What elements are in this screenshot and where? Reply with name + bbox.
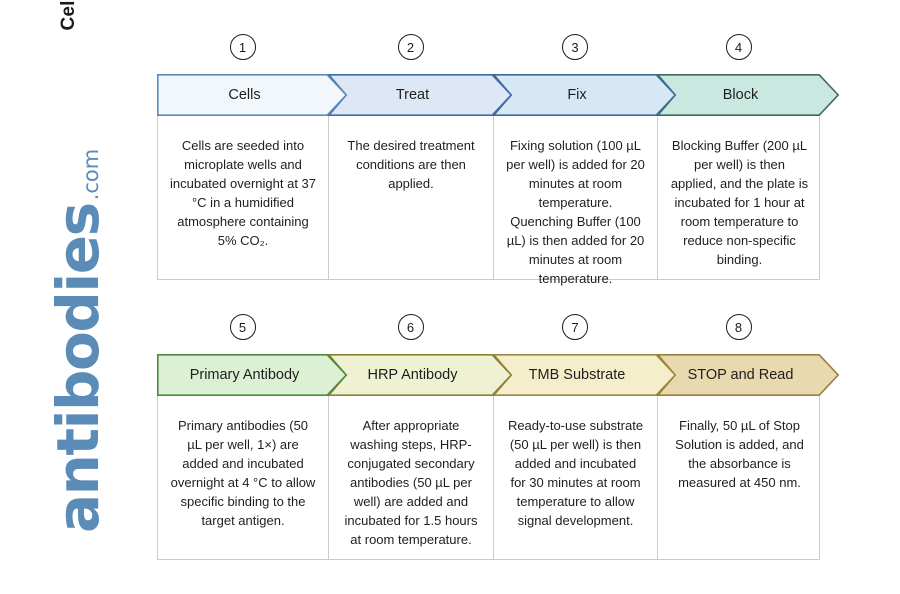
step-number-group-1: 1 2 3 4 <box>157 32 841 64</box>
description-text-step-4: Blocking Buffer (200 µL per well) is the… <box>670 138 809 267</box>
step-number-4: 4 <box>725 34 752 60</box>
protocol-row-1: 1 2 3 4 Cells Treat Fix Block Cells are seeded… <box>157 32 841 286</box>
chevron-step-8[interactable]: STOP and Read <box>656 354 840 396</box>
chevron-label-step-7: TMB Substrate <box>528 367 626 383</box>
description-panel-step-3: Fixing solution (100 µL per well) is add… <box>494 116 658 286</box>
chevron-step-1[interactable]: Cells <box>157 74 348 116</box>
chevron-label-step-3: Fix <box>567 87 587 103</box>
description-text-step-6: After appropriate washing steps, HRP-con… <box>344 418 478 547</box>
chevron-label-step-6: HRP Antibody <box>367 367 458 383</box>
document-title-line-2: Quick Protocol <box>80 0 103 62</box>
chevron-band-2: Primary Antibody HRP Antibody TMB Substrat… <box>157 354 841 396</box>
chevron-step-6[interactable]: HRP Antibody <box>327 354 513 396</box>
step-number-2: 2 <box>397 34 424 60</box>
step-number-label: 8 <box>734 319 743 335</box>
document-title: Cell Based ELISA Kits Quick Protocol <box>58 0 102 62</box>
step-number-group-2: 5 6 7 8 <box>157 312 841 344</box>
step-number-7: 7 <box>562 314 588 340</box>
description-text-step-3: Fixing solution (100 µL per well) is add… <box>506 138 645 286</box>
description-panel-step-5: Primary antibodies (50 µL per well, 1×) … <box>158 396 329 559</box>
logo-domain-suffix: .com <box>79 148 103 201</box>
chevron-step-5[interactable]: Primary Antibody <box>157 354 348 396</box>
logo-wordmark: antibodies <box>44 203 112 533</box>
step-number-6: 6 <box>397 314 424 340</box>
step-number-label: 4 <box>734 39 743 55</box>
step-number-label: 7 <box>571 319 579 335</box>
description-panels-1: Cells are seeded into microplate wells a… <box>157 116 821 286</box>
description-panel-step-6: After appropriate washing steps, HRP-con… <box>329 396 494 559</box>
chevron-band-1: Cells Treat Fix Block <box>157 74 841 116</box>
chevron-label-step-2: Treat <box>395 87 430 103</box>
chevron-shape <box>157 74 348 116</box>
step-number-3: 3 <box>562 34 588 60</box>
step-number-1: 1 <box>229 34 256 60</box>
description-text-step-8: Finally, 50 µL of Stop Solution is added… <box>675 418 804 490</box>
step-number-label: 3 <box>571 39 579 55</box>
step-number-label: 6 <box>406 319 415 335</box>
chevron-step-4[interactable]: Block <box>656 74 840 116</box>
antibodies-logo: antibodies .com <box>44 149 121 533</box>
description-panel-step-8: Finally, 50 µL of Stop Solution is added… <box>658 396 821 559</box>
description-panels-2: Primary antibodies (50 µL per well, 1×) … <box>157 396 820 560</box>
description-panel-step-2: The desired treatment conditions are the… <box>329 116 494 279</box>
chevron-shape <box>157 354 348 396</box>
description-panel-step-7: Ready-to-use substrate (50 µL per well) … <box>494 396 658 559</box>
chevron-label-step-8: STOP and Read <box>687 367 794 383</box>
description-text-step-7: Ready-to-use substrate (50 µL per well) … <box>507 418 644 528</box>
chevron-label-step-4: Block <box>722 87 759 103</box>
chevron-label-step-1: Cells <box>228 87 261 103</box>
step-number-5: 5 <box>229 314 256 340</box>
description-text-step-2: The desired treatment conditions are the… <box>347 138 475 191</box>
chevron-step-2[interactable]: Treat <box>327 74 513 116</box>
description-text-step-1: Cells are seeded into microplate wells a… <box>170 138 316 248</box>
description-text-step-5: Primary antibodies (50 µL per well, 1×) … <box>170 418 316 528</box>
step-number-label: 5 <box>238 319 247 335</box>
protocol-row-2: 5 6 7 8 Primary Antibody HRP Antibody TMB Sub… <box>157 312 841 560</box>
chevron-step-3[interactable]: Fix <box>492 74 677 116</box>
description-panel-step-4: Blocking Buffer (200 µL per well) is the… <box>658 116 821 279</box>
description-panel-step-1: Cells are seeded into microplate wells a… <box>158 116 329 279</box>
chevron-step-7[interactable]: TMB Substrate <box>492 354 677 396</box>
chevron-label-step-5: Primary Antibody <box>189 367 300 383</box>
step-number-label: 1 <box>238 39 247 55</box>
document-title-line-1: Cell Based ELISA Kits <box>57 0 80 62</box>
step-number-8: 8 <box>725 314 752 340</box>
step-number-label: 2 <box>406 39 415 55</box>
